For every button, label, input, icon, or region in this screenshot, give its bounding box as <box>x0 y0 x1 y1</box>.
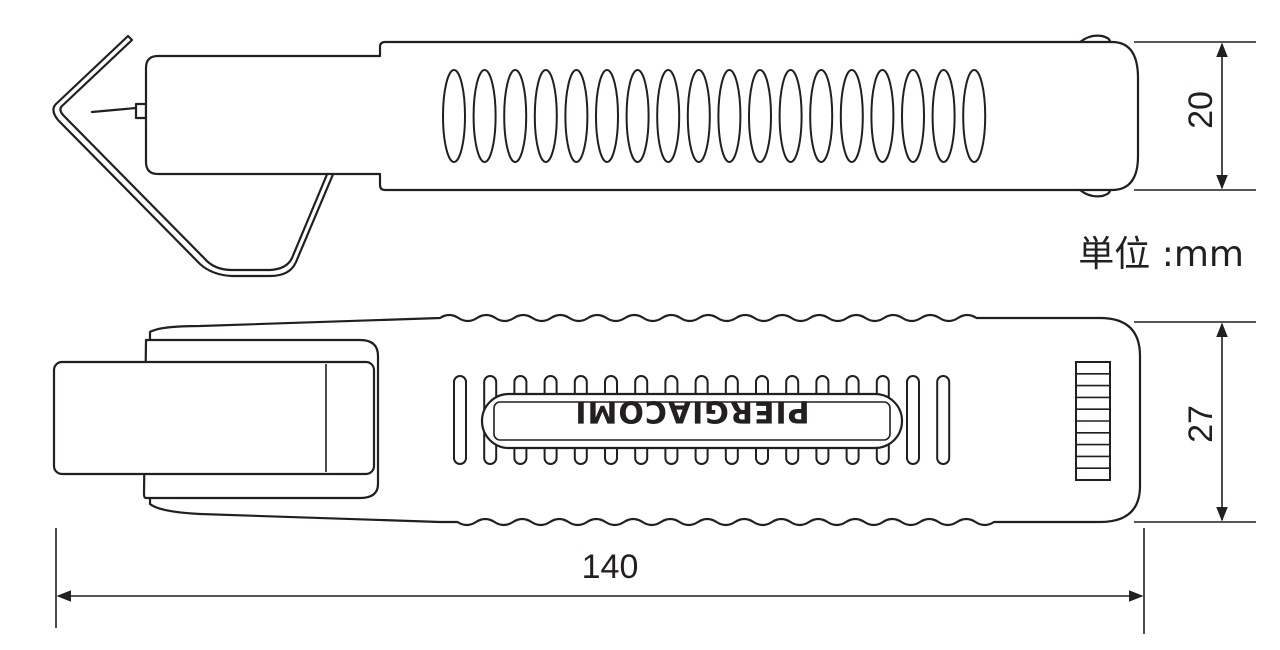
rivet-top <box>1078 34 1112 44</box>
grip-oval <box>686 69 711 163</box>
adjuster-dial <box>1075 361 1111 481</box>
grip-oval <box>901 69 925 163</box>
dimension-length: 140 <box>55 528 1145 634</box>
grip-oval <box>533 69 558 163</box>
grip-oval <box>595 69 619 163</box>
grip-oval <box>809 69 834 163</box>
grip-slot <box>453 375 467 465</box>
guide-pin <box>90 102 148 120</box>
grip-oval <box>442 69 466 163</box>
grip-oval <box>625 69 650 163</box>
dimension-label-27: 27 <box>1182 405 1220 443</box>
grip-slot <box>906 375 920 465</box>
grip-oval <box>472 69 497 163</box>
grip-oval <box>564 69 589 163</box>
grip-oval <box>839 69 864 163</box>
grip-oval <box>870 69 895 163</box>
grip-ovals <box>442 69 987 163</box>
dimension-height-bottom: 27 <box>1134 321 1256 523</box>
grip-oval <box>503 69 528 163</box>
clip-front <box>52 360 376 476</box>
rivet-bottom <box>1078 188 1112 198</box>
unit-label: 単位 :mm <box>1078 234 1244 275</box>
dimension-height-top: 20 <box>1134 41 1256 191</box>
grip-oval <box>717 69 742 163</box>
grip-oval <box>931 69 956 163</box>
grip-oval <box>962 69 987 163</box>
grip-oval <box>656 69 681 163</box>
grip-oval <box>778 69 803 163</box>
dimension-label-20: 20 <box>1182 91 1220 129</box>
grip-oval <box>748 69 772 163</box>
dimension-label-140: 140 <box>582 548 639 586</box>
logo-text: PIERGIACOMI <box>574 394 809 429</box>
side-view <box>52 34 1140 278</box>
top-view: PIERGIACOMI <box>52 313 1142 527</box>
grip-slot <box>936 375 951 465</box>
logo-plate: PIERGIACOMI <box>480 392 904 450</box>
